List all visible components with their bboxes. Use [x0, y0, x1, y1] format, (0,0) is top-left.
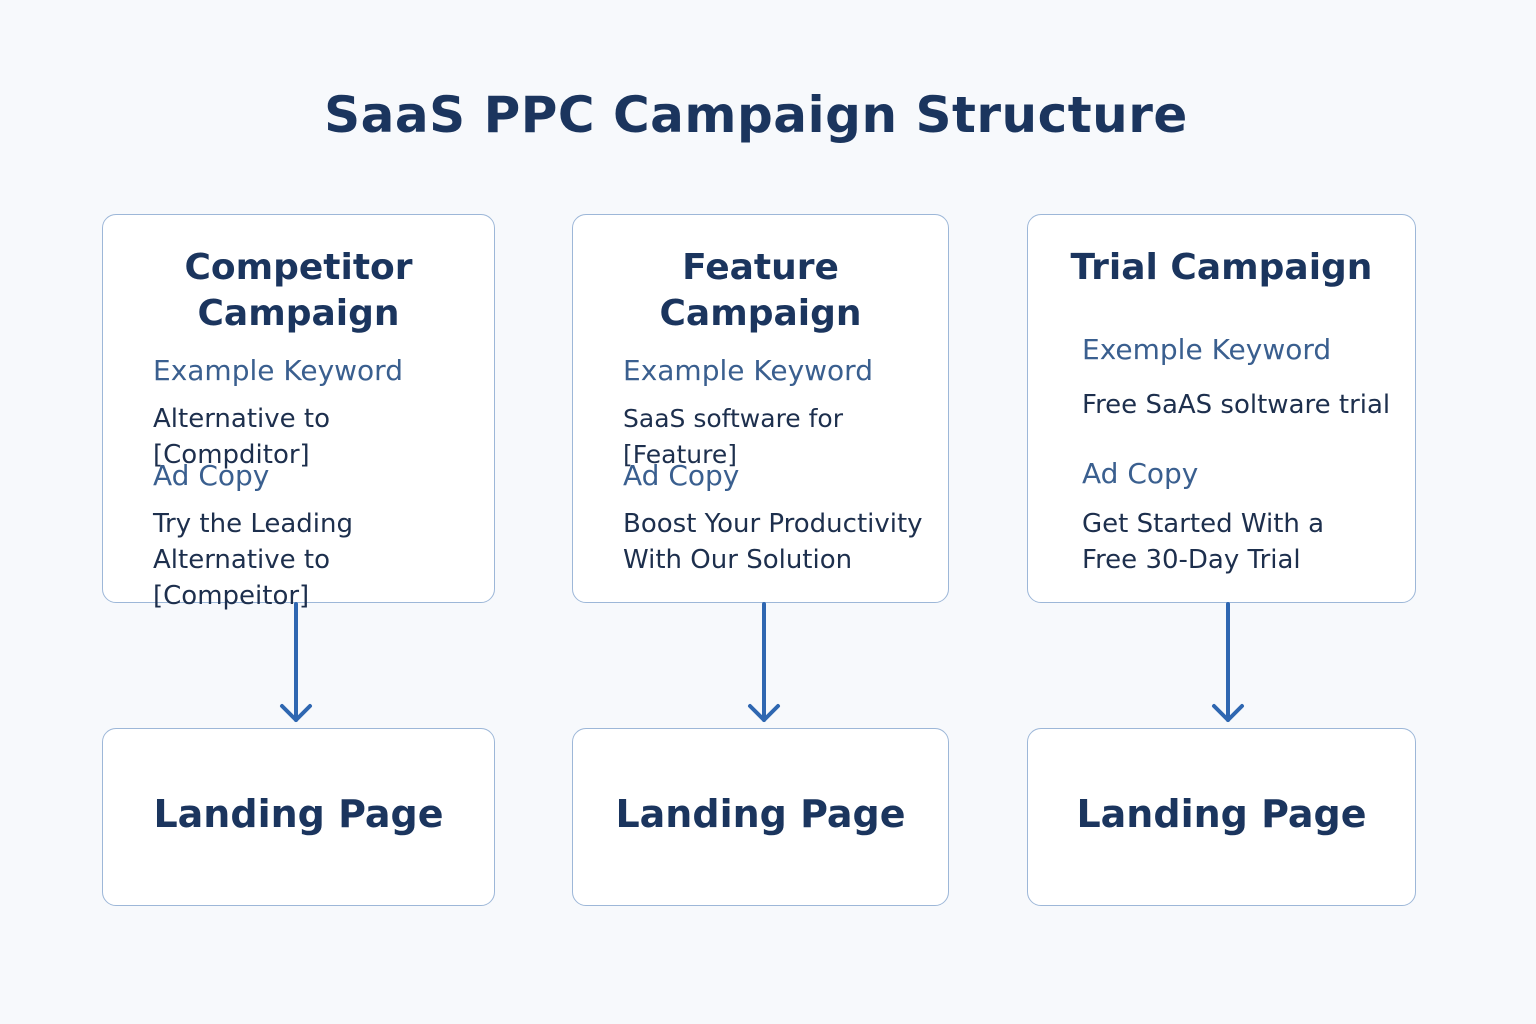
keyword-value: SaaS software for [Feature] — [623, 404, 844, 469]
adcopy-line2: With Our Solution — [623, 545, 853, 575]
campaign-card-trial: Trial Campaign Exemple Keyword Free SaAS… — [1027, 214, 1416, 603]
campaign-card-feature: Feature Campaign Example Keyword SaaS so… — [572, 214, 949, 603]
adcopy-label: Ad Copy — [623, 459, 740, 492]
keyword-value: Alternative to [Compditor] — [153, 404, 331, 470]
adcopy-label: Ad Copy — [1082, 457, 1199, 490]
landing-page-label: Landing Page — [615, 792, 906, 836]
diagram-title: SaaS PPC Campaign Structure — [324, 86, 1188, 144]
campaign-title-line2: Campaign — [197, 293, 400, 334]
adcopy-label: Ad Copy — [153, 459, 270, 492]
campaign-title-line2: Campaign — [659, 293, 862, 334]
landing-page-label: Landing Page — [1076, 792, 1367, 836]
adcopy-line1: Get Started With a — [1082, 509, 1325, 539]
adcopy-line1: Try the Leading — [153, 509, 354, 539]
keyword-label: Example Keyword — [153, 354, 403, 387]
arrow-competitor-to-landing — [280, 602, 312, 722]
campaign-title-line1: Trial Campaign — [1070, 247, 1373, 288]
campaign-card-competitor: Competitor Campaign Example Keyword Alte… — [102, 214, 495, 611]
landing-page-feature: Landing Page — [572, 728, 949, 906]
campaign-title-line1: Feature — [682, 247, 839, 288]
adcopy-value: Try the Leading Alternative to [Compeito… — [153, 506, 494, 614]
adcopy-line1: Boost Your Productivity — [623, 509, 923, 539]
keyword-label: Example Keyword — [623, 354, 873, 387]
adcopy-value: Get Started With a Free 30-Day Trial — [1082, 506, 1324, 578]
adcopy-line2: Free 30-Day Trial — [1082, 545, 1301, 575]
campaign-title: Competitor Campaign — [103, 245, 494, 337]
adcopy-value: Boost Your Productivity With Our Solutio… — [623, 506, 923, 578]
campaign-title: Trial Campaign — [1028, 245, 1415, 291]
arrow-trial-to-landing — [1212, 602, 1244, 722]
landing-page-label: Landing Page — [153, 792, 444, 836]
keyword-value: Free SaAS soltware trial — [1082, 390, 1391, 420]
landing-page-trial: Landing Page — [1027, 728, 1416, 906]
campaign-title-line1: Competitor — [184, 247, 413, 288]
arrow-feature-to-landing — [748, 602, 780, 722]
adcopy-line2: Alternative to [Compeitor] — [153, 545, 331, 611]
landing-page-competitor: Landing Page — [102, 728, 495, 906]
campaign-title: Feature Campaign — [573, 245, 948, 337]
keyword-label: Exemple Keyword — [1082, 333, 1332, 366]
